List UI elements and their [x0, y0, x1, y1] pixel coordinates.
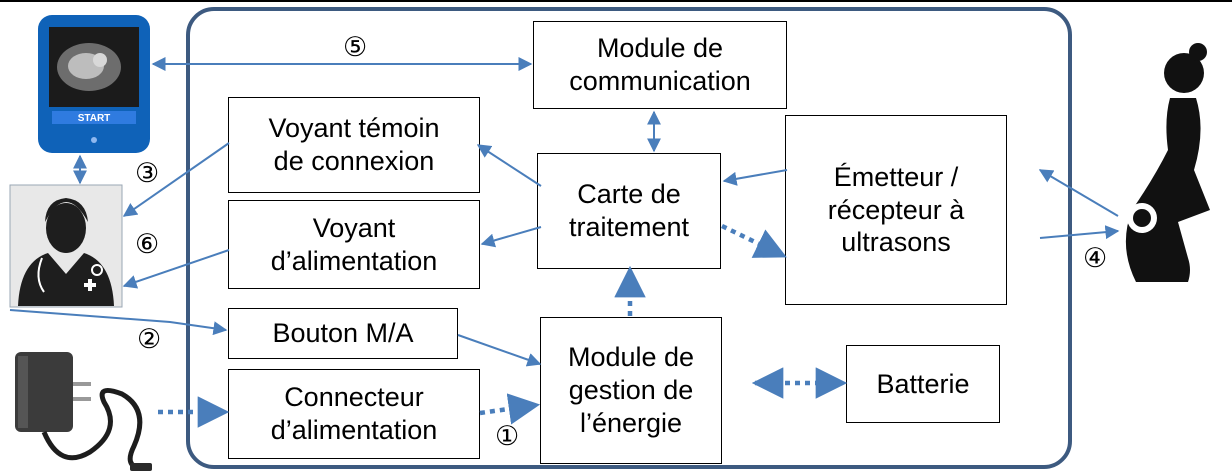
energy-module-box: Module de gestion de l’énergie	[540, 317, 722, 464]
ultrasound-woman-arrow	[1039, 225, 1120, 240]
pregnant-woman-icon	[1125, 43, 1210, 282]
connection-led-doctor-arrow	[122, 142, 230, 217]
doctor-icon	[9, 184, 123, 308]
processing-board-label: Carte de traitement	[568, 179, 690, 242]
tablet-start-label: START	[78, 113, 111, 124]
power-connector-label: Connecteur d’alimentation	[270, 382, 438, 445]
ultrasound-board-arrow	[722, 169, 788, 186]
step-number-6: ⑥	[135, 229, 160, 259]
connection-led-label: Voyant témoin de connexion	[268, 113, 440, 176]
ultrasound-label: Émetteur / récepteur à ultrasons	[827, 161, 965, 258]
battery-box: Batterie	[846, 345, 1000, 423]
connector-energy-arrow	[479, 393, 541, 425]
power-led-box: Voyant d’alimentation	[228, 200, 480, 289]
step-number-3: ③	[135, 158, 160, 188]
tablet-icon: START	[38, 15, 150, 153]
charger-icon	[15, 352, 152, 471]
woman-ultrasound-arrow	[1038, 169, 1119, 217]
communication-module-box: Module de communication	[533, 21, 787, 109]
board-ultrasound-arrow	[721, 223, 787, 259]
battery-label: Batterie	[876, 368, 970, 399]
top-rule	[0, 0, 1232, 2]
device-frame	[186, 7, 1072, 469]
power-connector-box: Connecteur d’alimentation	[228, 369, 480, 459]
connection-led-box: Voyant témoin de connexion	[228, 97, 480, 193]
board-power-led-arrow	[480, 226, 542, 248]
processing-board-box: Carte de traitement	[537, 153, 721, 269]
power-button-box: Bouton M/A	[228, 308, 458, 359]
energy-module-label: Module de gestion de l’énergie	[567, 342, 695, 438]
communication-module-label: Module de communication	[569, 33, 751, 96]
board-connection-led-arrow	[476, 144, 542, 187]
power-led-label: Voyant d’alimentation	[270, 212, 438, 276]
step-number-4: ④	[1083, 243, 1108, 273]
step-number-2: ②	[137, 324, 162, 354]
doctor-button-arrow	[9, 309, 228, 336]
step-number-1: ①	[495, 421, 520, 451]
button-energy-arrow	[457, 334, 542, 367]
ultrasound-box: Émetteur / récepteur à ultrasons	[785, 115, 1007, 305]
step-number-5: ⑤	[343, 32, 368, 62]
power-led-doctor-arrow	[122, 249, 230, 289]
power-button-label: Bouton M/A	[272, 318, 414, 349]
